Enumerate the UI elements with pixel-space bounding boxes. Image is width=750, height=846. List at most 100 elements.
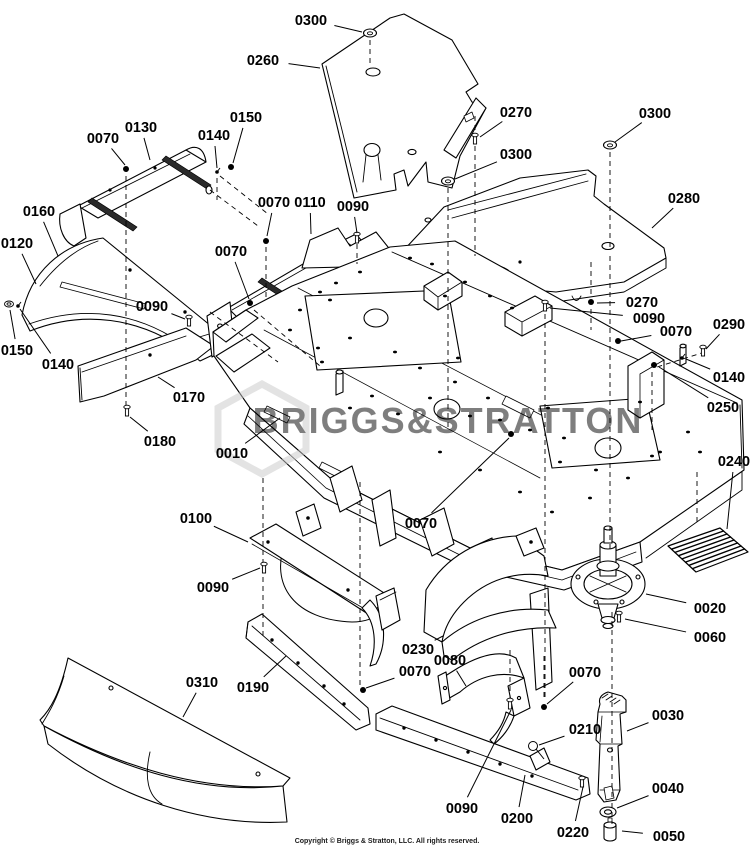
leader-line <box>244 417 281 444</box>
leader-line <box>365 677 395 689</box>
nut-icon <box>588 299 594 305</box>
part-number-callout: 0070 <box>569 665 601 681</box>
part-number-callout: 0300 <box>295 13 327 29</box>
part-number-callout: 0250 <box>707 400 739 416</box>
leader-line <box>624 618 687 633</box>
leader-line <box>616 795 649 809</box>
watermark-hexagon-logo-icon <box>214 380 310 478</box>
leader-line <box>479 121 503 138</box>
leader-line <box>626 722 649 732</box>
part-0210-clip <box>529 747 551 771</box>
leader-line <box>43 221 59 257</box>
leader-line <box>456 670 467 687</box>
part-number-callout: 0170 <box>173 390 205 406</box>
part-number-callout: 0110 <box>294 195 325 211</box>
leader-line <box>518 774 526 808</box>
nut-icon <box>541 704 547 710</box>
fastener-glyphs <box>4 28 707 788</box>
plug-icon <box>602 140 618 150</box>
bolt-icon <box>123 404 131 417</box>
part-number-callout: 0280 <box>668 191 700 207</box>
leader-line <box>549 307 623 316</box>
part-number-callout: 0150 <box>230 110 262 126</box>
leader-line <box>143 137 151 161</box>
part-number-callout: 0310 <box>186 675 218 691</box>
part-0260-belt-cover <box>321 13 487 199</box>
part-number-callout: 0090 <box>136 299 168 315</box>
leader-line <box>538 735 565 746</box>
part-0100-baffle <box>249 503 393 667</box>
part-number-callout: 0070 <box>215 244 247 260</box>
part-0050-bolt <box>603 817 617 842</box>
nut-icon <box>360 687 366 693</box>
watermark-text: BRIGGS&STRATTON <box>253 400 644 441</box>
part-number-callout: 0090 <box>197 580 229 596</box>
part-0200-trim-strip <box>375 705 591 801</box>
leader-line <box>263 655 287 678</box>
pin-icon <box>215 167 221 174</box>
assembly-axis-lines <box>125 40 706 824</box>
part-number-callout: 0230 <box>402 642 434 658</box>
bolt-icon <box>260 561 268 574</box>
part-0120-0160-baffle <box>21 237 220 362</box>
bolt-icon <box>699 344 707 357</box>
leader-line <box>182 692 197 718</box>
part-0230-baffle <box>375 527 557 661</box>
nut-icon <box>508 431 514 437</box>
part-number-callout: 0100 <box>180 511 212 527</box>
leader-line <box>9 309 16 340</box>
ring-icon <box>528 741 545 760</box>
part-number-callout: 0060 <box>694 630 726 646</box>
leader-line <box>620 334 652 342</box>
assembly-dashed-line <box>219 175 269 215</box>
callout-leader-lines <box>9 25 734 834</box>
part-number-callout: 0300 <box>639 106 671 122</box>
leader-line <box>574 786 584 822</box>
leader-line <box>685 358 711 370</box>
part-number-callout: 0070 <box>660 324 692 340</box>
leader-line <box>157 376 175 389</box>
leader-line <box>431 437 510 514</box>
leader-line <box>111 148 126 166</box>
part-number-callout: 0090 <box>337 199 369 215</box>
part-number-callout: 0160 <box>23 204 55 220</box>
nut-icon <box>615 338 621 344</box>
part-number-callout: 0180 <box>144 434 176 450</box>
part-number-callout: 0290 <box>713 317 745 333</box>
part-number-callout: 0070 <box>405 516 437 532</box>
part-number-callout: 0090 <box>446 801 478 817</box>
leader-line <box>19 308 52 354</box>
plug-icon <box>362 28 378 38</box>
bolt-icon <box>185 314 193 327</box>
bolt-icon <box>471 132 479 145</box>
leader-line <box>614 122 643 143</box>
bolt-icon <box>506 697 514 710</box>
part-0170-plate <box>77 327 215 403</box>
bolt-icon <box>615 610 623 623</box>
part-number-callout: 0140 <box>713 370 745 386</box>
leader-line <box>171 313 186 320</box>
nut-icon <box>123 166 129 172</box>
leader-line <box>621 830 643 834</box>
assembly-dashed-line <box>253 309 321 367</box>
copyright-line: Copyright © Briggs & Stratton, LLC. All … <box>295 837 480 845</box>
leader-line <box>214 145 218 169</box>
leader-line <box>726 471 734 530</box>
leader-line <box>266 212 273 237</box>
assembly-dashed-line <box>209 189 259 227</box>
part-number-callout: 0040 <box>652 781 684 797</box>
part-number-callout: 0070 <box>258 195 290 211</box>
leader-line <box>705 333 720 350</box>
bolt-icon <box>541 299 549 312</box>
leader-line <box>645 593 687 604</box>
part-number-callout: 0140 <box>42 357 74 373</box>
leader-line <box>334 25 363 33</box>
part-number-callout: 0120 <box>1 236 33 252</box>
part-number-callout: 0270 <box>500 105 532 121</box>
part-number-callout: 0010 <box>216 446 248 462</box>
leader-line <box>658 366 709 399</box>
leader-line <box>288 63 321 69</box>
